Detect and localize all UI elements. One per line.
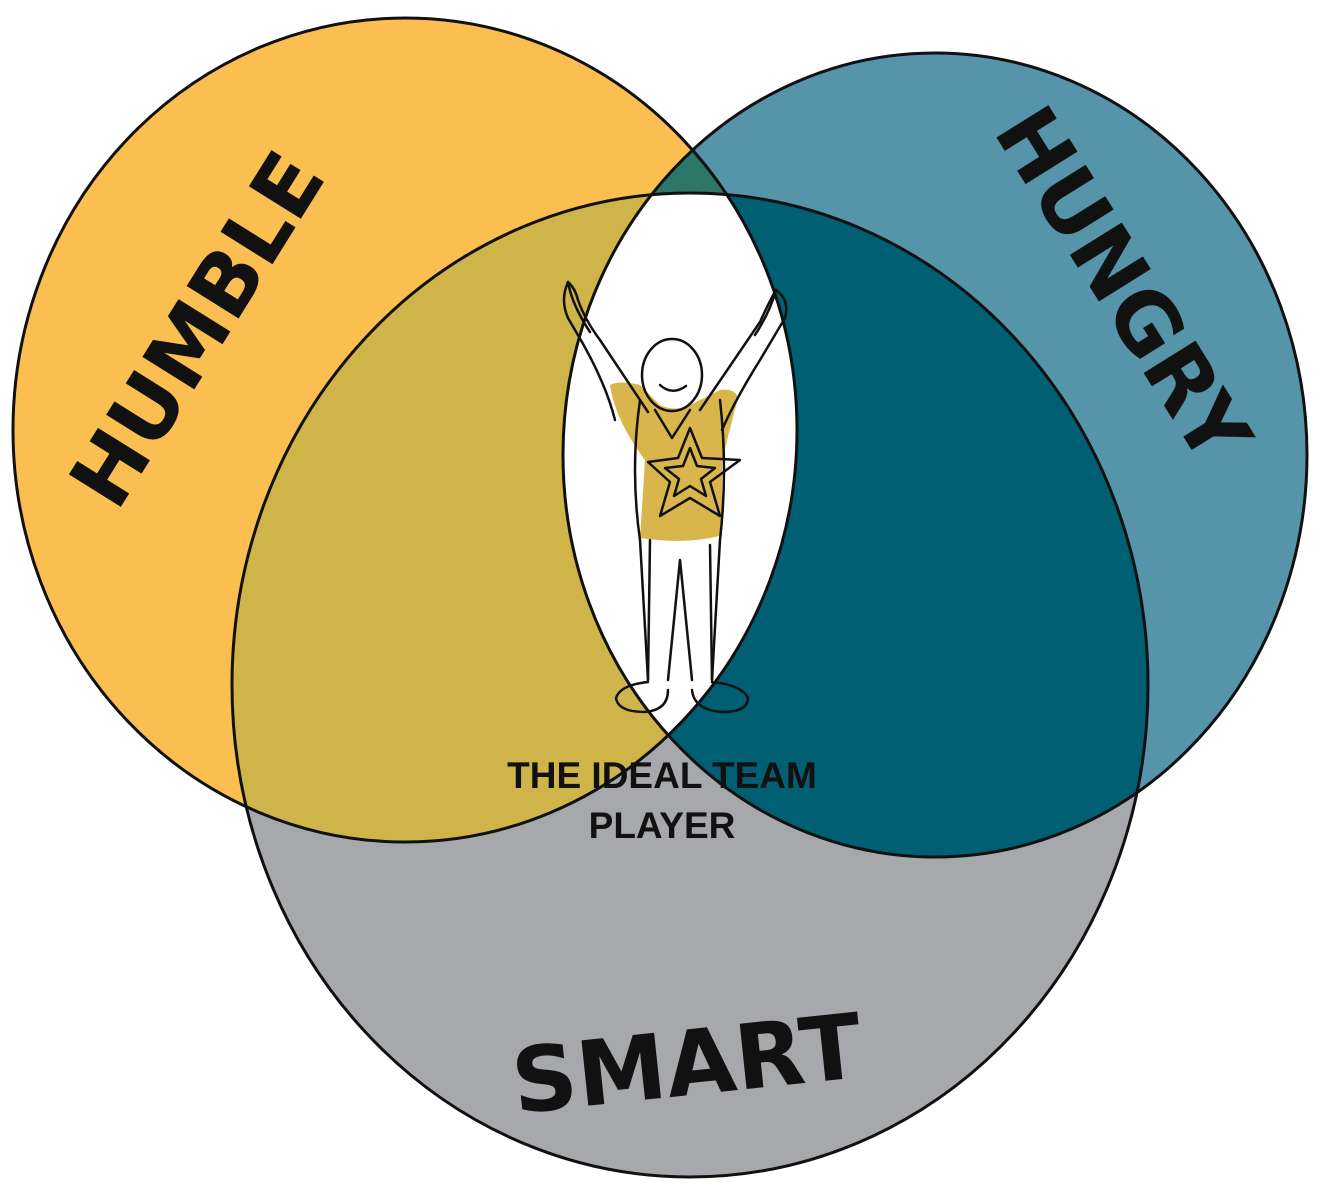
humble-outline xyxy=(11,16,799,844)
figure-left-foot xyxy=(614,680,670,714)
center-label-line2: PLAYER xyxy=(589,805,736,846)
hungry-outline xyxy=(561,51,1309,859)
figure-head xyxy=(640,337,704,413)
figure-torso xyxy=(633,398,726,682)
figure-right-arm xyxy=(698,288,788,432)
figure-shirt xyxy=(610,382,738,541)
figure-legs xyxy=(646,538,714,682)
center-label-line1: THE IDEAL TEAM xyxy=(507,755,817,796)
smart-outline xyxy=(230,191,1150,1179)
ideal-team-player-figure xyxy=(562,280,788,714)
star-icon xyxy=(646,426,742,518)
figure-right-foot xyxy=(690,680,750,714)
center-overlap xyxy=(563,193,797,842)
